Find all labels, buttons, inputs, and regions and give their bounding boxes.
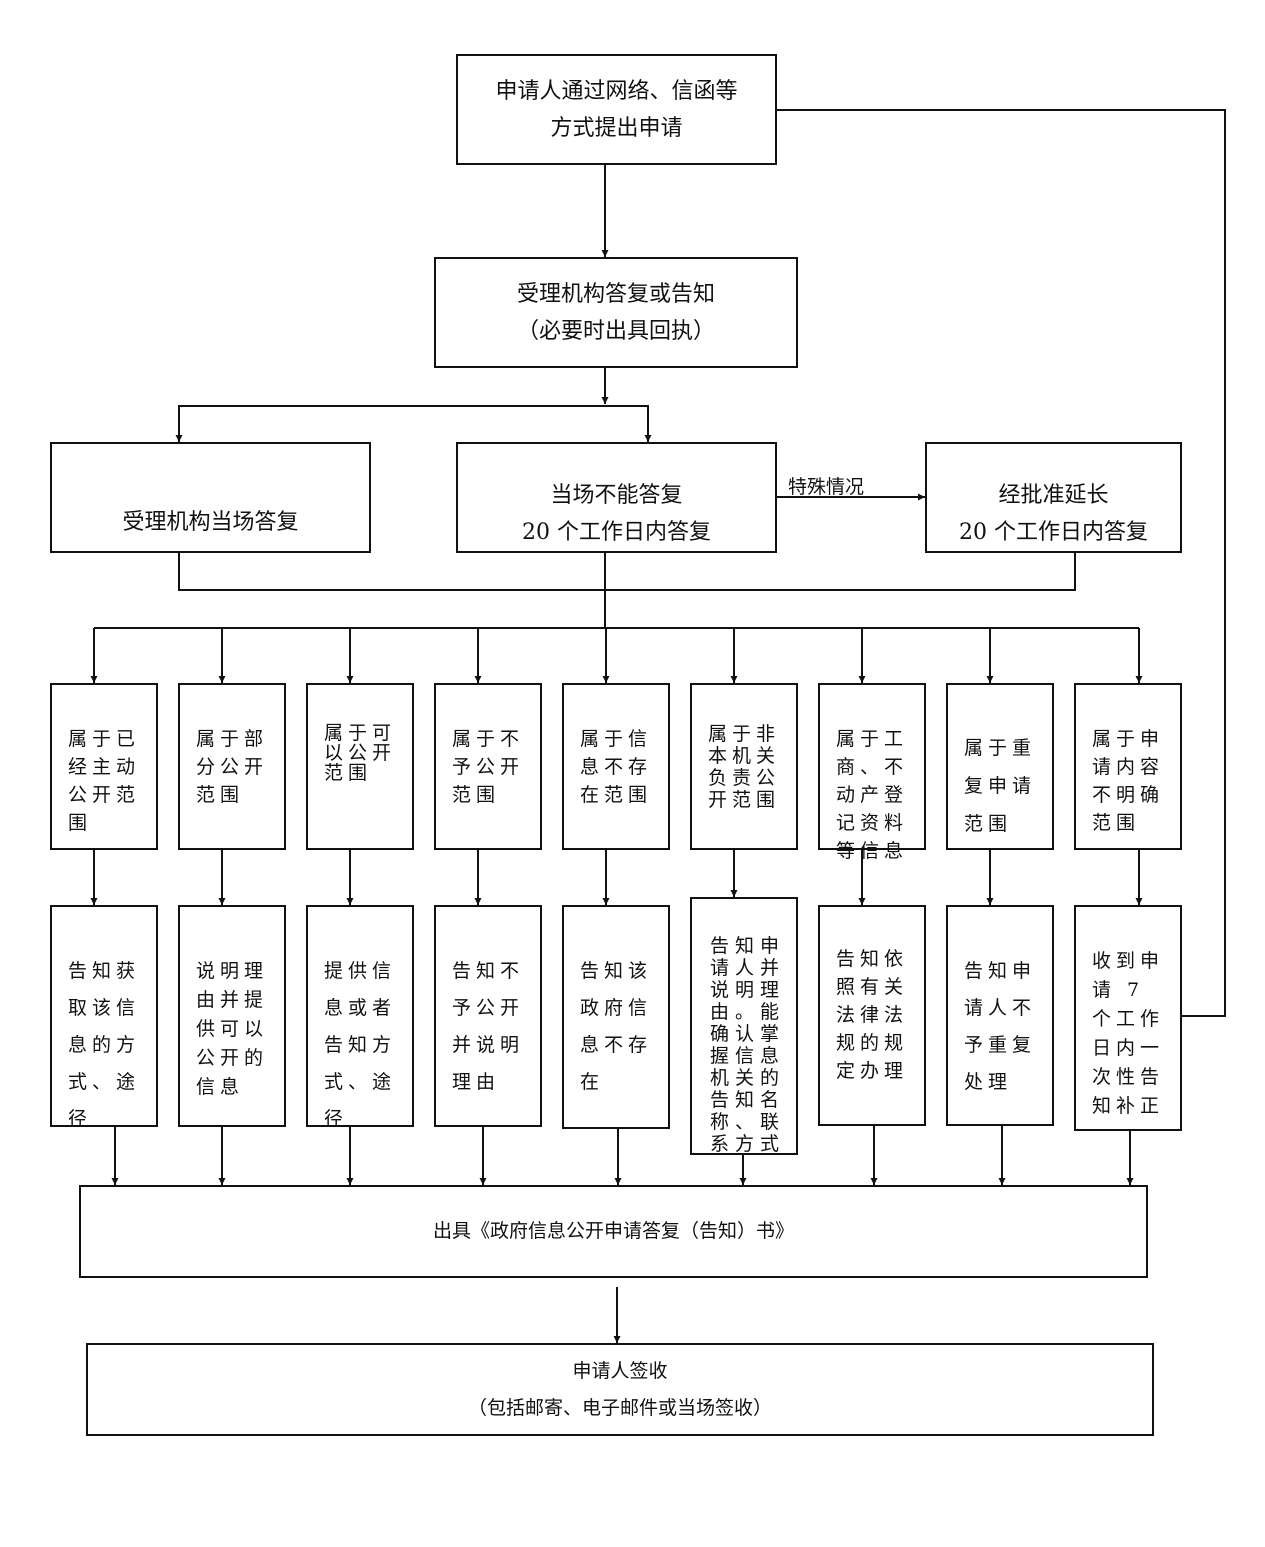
action-text: 告知获取该信息的方式、途径 (68, 960, 141, 1130)
feedback-line (777, 109, 1226, 1017)
action-box: 说明理由并提供可以公开的信息 (178, 905, 286, 1127)
category-box: 属于非本机关负责公开范围 (690, 683, 798, 850)
extended-line-2: 20 个工作日内答复 (959, 520, 1148, 545)
action-text: 告知依照有关法律法规的规定办理 (836, 948, 909, 1082)
within-20-days-box: 当场不能答复 20 个工作日内答复 (456, 442, 777, 553)
issue-reply-line: 出具《政府信息公开申请答复（告知）书》 (432, 1220, 794, 1242)
extended-box: 经批准延长 20 个工作日内答复 (925, 442, 1182, 553)
category-text: 属于不予公开范围 (452, 728, 525, 806)
action-text: 说明理由并提供可以公开的信息 (196, 960, 269, 1098)
category-box: 属于已经主动公开范围 (50, 683, 158, 850)
category-box: 属于重复申请范围 (946, 683, 1054, 850)
start-line-2: 方式提出申请 (550, 115, 683, 141)
action-text: 收到申请 7 个工作日内一次性告知补正 (1092, 950, 1165, 1117)
category-text: 属于重复申请范围 (964, 737, 1037, 835)
sign-line-1: 申请人签收 (572, 1359, 668, 1382)
action-text: 告知该政府信息不存在 (580, 960, 653, 1093)
action-text: 告知不予公开并说明理由 (452, 960, 525, 1093)
action-box: 提供信息或者告知方式、途径 (306, 905, 414, 1130)
category-text: 属于可以公开范围 (324, 722, 397, 784)
start-box: 申请人通过网络、信函等 方式提出申请 (456, 54, 777, 165)
action-text: 告知申请人并说明理由。能确认掌握信息机关的告知名称、联系方式 (710, 935, 786, 1155)
action-box: 告知获取该信息的方式、途径 (50, 905, 158, 1130)
accept-box: 受理机构答复或告知 （必要时出具回执） (434, 257, 798, 368)
onsite-reply-box: 受理机构当场答复 (50, 442, 371, 553)
within-20-line-2: 20 个工作日内答复 (522, 520, 711, 545)
merge-line (178, 553, 1076, 591)
action-box: 告知依照有关法律法规的规定办理 (818, 905, 926, 1126)
category-box: 属于申请内容不明确范围 (1074, 683, 1182, 850)
onsite-reply-line: 受理机构当场答复 (122, 510, 299, 535)
action-box: 收到申请 7 个工作日内一次性告知补正 (1074, 905, 1182, 1131)
accept-line-2: （必要时出具回执） (516, 318, 715, 344)
special-case-label: 特殊情况 (788, 476, 865, 498)
accept-line-1: 受理机构答复或告知 (516, 281, 715, 307)
action-box: 告知申请人不予重复处理 (946, 905, 1054, 1126)
issue-reply-box: 出具《政府信息公开申请答复（告知）书》 (79, 1185, 1148, 1278)
category-box: 属于不予公开范围 (434, 683, 542, 850)
category-box: 属于工商、不动产登记资料等信息 (818, 683, 926, 862)
category-box: 属于可以公开范围 (306, 683, 414, 850)
action-box: 告知该政府信息不存在 (562, 905, 670, 1129)
action-text: 告知申请人不予重复处理 (964, 960, 1037, 1093)
arrow-to-within20 (605, 405, 652, 442)
applicant-sign-box: 申请人签收 （包括邮寄、电子邮件或当场签收） (86, 1343, 1154, 1436)
sign-line-2: （包括邮寄、电子邮件或当场签收） (467, 1396, 772, 1419)
category-text: 属于部分公开范围 (196, 728, 269, 806)
category-text: 属于信息不存在范围 (580, 728, 653, 806)
category-text: 属于非本机关负责公开范围 (708, 723, 781, 811)
category-box: 属于部分公开范围 (178, 683, 286, 850)
extended-line-1: 经批准延长 (998, 483, 1109, 508)
category-text: 属于申请内容不明确范围 (1092, 728, 1165, 834)
action-text: 提供信息或者告知方式、途径 (324, 960, 397, 1130)
start-line-1: 申请人通过网络、信函等 (495, 78, 738, 104)
action-box: 告知不予公开并说明理由 (434, 905, 542, 1127)
arrow-to-onsite (175, 405, 605, 442)
action-box: 告知申请人并说明理由。能确认掌握信息机关的告知名称、联系方式 (690, 897, 798, 1155)
category-box: 属于信息不存在范围 (562, 683, 670, 850)
category-text: 属于工商、不动产登记资料等信息 (836, 728, 909, 862)
within-20-line-1: 当场不能答复 (550, 483, 683, 508)
category-text: 属于已经主动公开范围 (68, 728, 141, 834)
